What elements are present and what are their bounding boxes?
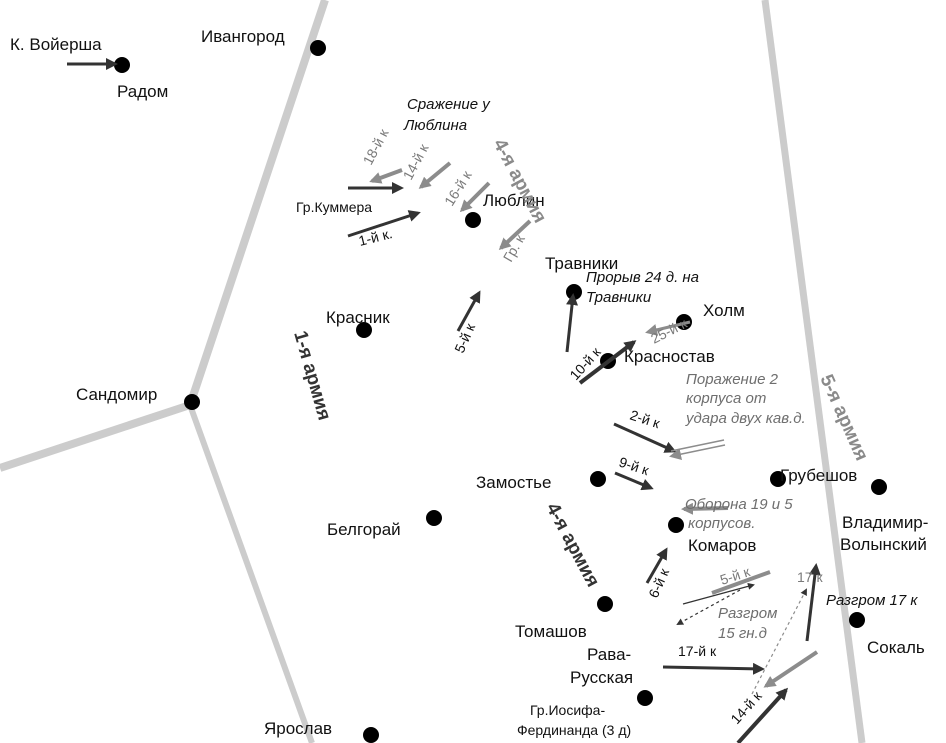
group-label-kummer: Гр.Куммера bbox=[296, 199, 372, 215]
city-dot-lublin bbox=[465, 212, 481, 228]
city-label-vladimir-1: Владимир- bbox=[842, 513, 928, 532]
city-label-krasnostav: Красностав bbox=[624, 347, 715, 366]
arrow-5s-thin bbox=[682, 582, 755, 605]
city-label-sokal: Сокаль bbox=[867, 638, 925, 657]
arrow-5s-gray bbox=[711, 570, 771, 595]
arrow-cav-1 bbox=[670, 439, 725, 452]
group-labels: К. Войерша Гр.Куммера Гр.Иосифа- Фердина… bbox=[10, 35, 631, 738]
note-defense-1: Оборона 19 и 5 bbox=[685, 496, 793, 513]
arrow-grk bbox=[498, 219, 532, 251]
city-label-zamostye: Замостье bbox=[476, 473, 551, 492]
city-label-grubeshov: Грубешов bbox=[780, 466, 857, 485]
city-label-komarov: Комаров bbox=[688, 536, 756, 555]
city-label-vladimir-2: Волынский bbox=[840, 535, 927, 554]
city-dot-krasnik bbox=[356, 322, 372, 338]
corps-label-grk: Гр. к bbox=[500, 231, 529, 264]
arrow-18 bbox=[369, 168, 403, 184]
front-line-south bbox=[187, 403, 315, 743]
arrow-1 bbox=[347, 210, 421, 238]
group-label-voyersh: К. Войерша bbox=[10, 35, 102, 54]
note-defeat-1: Поражение 2 bbox=[686, 371, 779, 388]
group-label-josef-2: Фердинанда (3 д) bbox=[517, 722, 631, 738]
city-dot-yaroslav bbox=[363, 727, 379, 743]
note-rout17: Разгром 17 к bbox=[826, 592, 918, 609]
arrow-17-east bbox=[805, 563, 821, 642]
arrow-17 bbox=[662, 662, 765, 675]
city-labels: Радом Ивангород Люблин Травники Холм Кра… bbox=[76, 27, 928, 738]
note-lublin-battle-2: Люблина bbox=[403, 117, 467, 134]
arrow-10 bbox=[578, 340, 637, 385]
city-dot-komarov bbox=[668, 517, 684, 533]
note-rout15-1: Разгром bbox=[718, 605, 777, 622]
arrow-5n bbox=[456, 290, 481, 332]
corps-label-18: 18-й к bbox=[360, 126, 392, 168]
note-defeat-2: корпуса от bbox=[686, 390, 766, 407]
city-dot-rava bbox=[637, 690, 653, 706]
city-label-rava-2: Русская bbox=[570, 668, 633, 687]
note-rout15-2: 15 гн.д bbox=[718, 625, 767, 642]
front-line-east bbox=[761, 0, 866, 743]
arrow-6 bbox=[645, 547, 668, 584]
arrows bbox=[67, 58, 821, 743]
note-defense-2: корпусов. bbox=[688, 515, 755, 532]
city-label-sandomir: Сандомир bbox=[76, 385, 157, 404]
city-label-krasnik: Красник bbox=[326, 308, 390, 327]
city-dot-vladimir bbox=[871, 479, 887, 495]
arrow-cav-2 bbox=[669, 444, 726, 461]
note-breakthrough-2: Травники bbox=[586, 289, 652, 306]
city-dot-sandomir bbox=[184, 394, 200, 410]
arrow-17-dashed bbox=[751, 588, 807, 695]
city-label-travniki: Травники bbox=[545, 254, 618, 273]
corps-label-2: 2-й к bbox=[628, 407, 663, 432]
arrow-24-travniki bbox=[565, 293, 579, 353]
city-label-yaroslav: Ярослав bbox=[264, 719, 332, 738]
corps-label-1: 1-й к. bbox=[357, 225, 394, 249]
arrow-14n bbox=[418, 161, 452, 189]
corps-label-25: 25-й к bbox=[648, 315, 690, 347]
note-lublin-battle-1: Сражение у bbox=[407, 96, 491, 113]
arrow-2 bbox=[613, 422, 677, 453]
group-label-josef-1: Гр.Иосифа- bbox=[530, 702, 605, 718]
corps-label-6: 6-й к bbox=[645, 565, 672, 600]
arrow-14s bbox=[736, 687, 789, 743]
arrow-16 bbox=[459, 181, 491, 213]
city-dot-sokal bbox=[849, 612, 865, 628]
corps-label-17e: 17 к bbox=[797, 569, 823, 585]
city-dot-radom bbox=[114, 57, 130, 73]
arrow-defense bbox=[681, 502, 729, 515]
corps-label-14n: 14-й к bbox=[400, 141, 432, 183]
city-label-holm: Холм bbox=[703, 301, 745, 320]
city-label-radom: Радом bbox=[117, 82, 168, 101]
city-dots bbox=[114, 40, 887, 743]
corps-label-5n: 5-й к bbox=[451, 320, 478, 355]
city-label-lublin: Люблин bbox=[483, 191, 545, 210]
note-breakthrough-1: Прорыв 24 д. на bbox=[586, 269, 699, 286]
front-lines bbox=[0, 0, 866, 743]
corps-label-17: 17-й к bbox=[678, 643, 717, 659]
front-line-west bbox=[0, 401, 192, 472]
city-dot-grubeshov bbox=[770, 471, 786, 487]
army-label-4-south: 4-я армия bbox=[542, 499, 604, 590]
city-dot-ivangorod bbox=[310, 40, 326, 56]
city-dot-tomashov bbox=[597, 596, 613, 612]
note-defeat-3: удара двух кав.д. bbox=[685, 410, 806, 427]
arrow-14s-gray bbox=[763, 650, 819, 688]
army-label-1: 1-я армия bbox=[289, 329, 335, 423]
notes: Сражение у Люблина Прорыв 24 д. на Травн… bbox=[403, 96, 918, 642]
arrow-9 bbox=[614, 471, 654, 491]
city-label-belgoray: Белгорай bbox=[327, 520, 401, 539]
front-line-north bbox=[186, 0, 329, 407]
city-label-ivangorod: Ивангород bbox=[201, 27, 285, 46]
city-dot-zamostye bbox=[590, 471, 606, 487]
arrow-25 bbox=[645, 320, 691, 336]
army-label-4-north: 4-я армия bbox=[489, 135, 551, 226]
city-label-tomashov: Томашов bbox=[515, 622, 587, 641]
city-dot-belgoray bbox=[426, 510, 442, 526]
city-label-rava-1: Рава- bbox=[587, 645, 631, 664]
